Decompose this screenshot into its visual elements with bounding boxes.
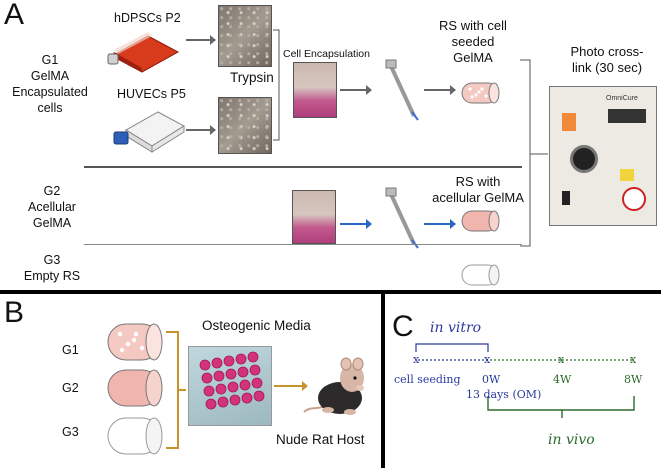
panel-b-g2-label: G2 (62, 381, 79, 395)
osteogenic-media-label: Osteogenic Media (202, 318, 311, 333)
g2-label-line: G2 (43, 184, 61, 198)
pipette-icon (385, 59, 419, 121)
g1-label: G1 GelMA Encapsulated cells (0, 52, 100, 116)
uv-device-dial (622, 187, 646, 211)
in-vitro-label: in vitro (430, 320, 482, 336)
tube-photo-g2 (292, 190, 336, 244)
divider-vertical (381, 292, 385, 468)
panel-b-letter: B (4, 296, 25, 329)
rs-scaffold-acellular-icon (461, 210, 500, 232)
scaffold-g1-icon (107, 323, 163, 361)
rs-seeded-line: seeded (451, 34, 495, 49)
uv-device-brand: OmniCure (606, 95, 638, 102)
timeline-label-cell-seeding: cell seeding (394, 373, 461, 386)
scaffold-g2-icon (107, 369, 163, 407)
tube-photo-g1 (293, 62, 337, 118)
g1-label-line: GelMA (30, 69, 70, 83)
micrograph-huvec (218, 97, 272, 154)
timeline-mark-3: x (558, 353, 565, 366)
divider-horizontal (0, 290, 661, 294)
arrow-tube-to-pipette-g1 (340, 85, 372, 95)
pipette-icon (385, 187, 419, 249)
arrow-pipette-to-rs-g2 (424, 219, 456, 229)
rs-scaffold-cells-icon (461, 82, 500, 104)
rs-scaffold-empty-icon (461, 264, 500, 286)
cell-flask-red-icon (107, 32, 180, 73)
om-note: 13 days (OM) (466, 388, 542, 401)
trypsin-label: Trypsin (230, 70, 274, 85)
timeline-label-4w: 4W (553, 373, 572, 386)
rs-seeded-label: RS with cell seeded GelMA (418, 18, 528, 66)
panel-b-g1-label: G1 (62, 343, 79, 357)
photo-crosslink-line: Photo cross- (570, 44, 644, 59)
rs-acellular-line: acellular GelMA (432, 190, 524, 205)
well-plate-wells (199, 351, 265, 410)
g2-label-line: Acellular (28, 200, 76, 214)
cell-flask-white-icon (113, 111, 185, 153)
rs-seeded-line: GelMA (453, 50, 493, 65)
huvec-label: HUVECs P5 (117, 87, 186, 101)
separator-g2-g3 (84, 244, 522, 245)
uv-device-badge (562, 113, 576, 131)
panel-c-letter: C (392, 310, 414, 343)
panel-b-bracket (166, 331, 186, 449)
trypsin-bracket (273, 29, 280, 141)
g1-label-line: Encapsulated (12, 85, 88, 99)
g2-label-line: GelMA (32, 216, 72, 230)
uv-device-screen (608, 109, 646, 123)
uv-device-warning (620, 169, 634, 181)
arrow-flask-to-micro-2 (186, 125, 216, 135)
timeline (415, 343, 635, 418)
cell-encapsulation-label: Cell Encapsulation (283, 48, 370, 60)
crosslink-bracket (520, 59, 548, 247)
panel-b-g3-label: G3 (62, 425, 79, 439)
uv-device-knob (570, 145, 598, 173)
uv-device-switch (562, 191, 570, 205)
g2-label: G2 Acellular GelMA (12, 183, 92, 231)
scaffold-g3-icon (107, 417, 163, 455)
g3-label: G3 Empty RS (12, 252, 92, 284)
arrow-flask-to-micro-1 (186, 35, 216, 45)
rs-acellular-label: RS with acellular GelMA (418, 174, 538, 206)
in-vivo-bracket (487, 396, 635, 411)
rs-acellular-line: RS with (455, 174, 501, 189)
well-plate-photo (188, 346, 272, 426)
photo-crosslink-label: Photo cross- link (30 sec) (553, 44, 661, 76)
g3-label-line: G3 (43, 253, 61, 267)
arrow-plate-to-rat (274, 381, 308, 391)
in-vivo-label: in vivo (548, 432, 595, 448)
panel-a-letter: A (4, 0, 25, 31)
timeline-mark-2: x (484, 353, 491, 366)
g3-label-line: Empty RS (23, 269, 81, 283)
g1-label-line: cells (37, 101, 63, 115)
in-vitro-bracket (415, 343, 489, 352)
nude-rat-icon (303, 357, 364, 415)
hdpsc-label: hDPSCs P2 (114, 11, 181, 25)
nude-rat-host-label: Nude Rat Host (276, 432, 365, 447)
arrow-tube-to-pipette-g2 (340, 219, 372, 229)
timeline-label-8w: 8W (624, 373, 643, 386)
timeline-mark-1: x (413, 353, 420, 366)
uv-device-photo: OmniCure (549, 86, 657, 226)
photo-crosslink-line: link (30 sec) (571, 60, 643, 75)
g1-label-line: G1 (41, 53, 59, 67)
separator-g1-g2 (84, 166, 522, 168)
rs-seeded-line: RS with cell (439, 18, 507, 33)
micrograph-hdpsc (218, 5, 272, 67)
timeline-label-0w: 0W (482, 373, 501, 386)
arrow-pipette-to-rs-g1 (424, 85, 456, 95)
timeline-mark-4: x (630, 353, 637, 366)
